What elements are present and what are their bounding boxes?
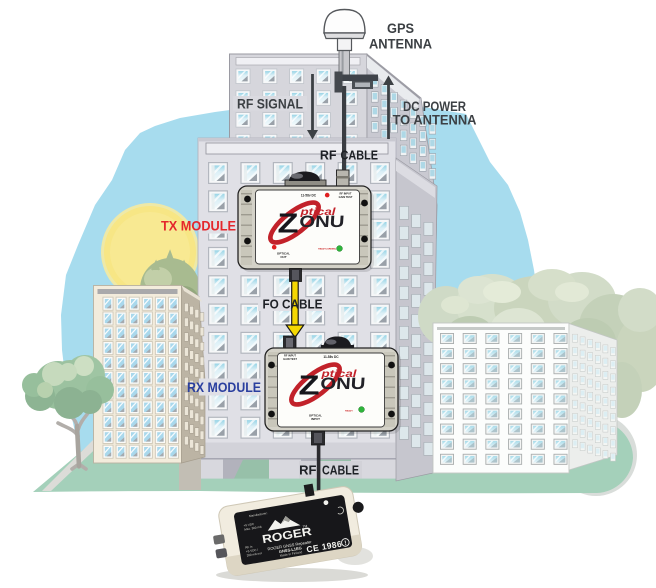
svg-text:+5 VDC: +5 VDC	[243, 522, 255, 528]
svg-text:OPTICAL: OPTICAL	[309, 414, 322, 418]
svg-text:ONU: ONU	[320, 374, 366, 393]
svg-text:Made in Finland: Made in Finland	[279, 550, 302, 558]
svg-text:RF SIGNAL: RF SIGNAL	[237, 97, 303, 112]
svg-text:ptical: ptical	[320, 369, 357, 380]
svg-text:RF INPUT: RF INPUT	[340, 192, 352, 196]
svg-text:GPS: GPS	[387, 21, 414, 36]
svg-text:RX MODULE: RX MODULE	[187, 379, 261, 395]
svg-text:!: !	[344, 540, 347, 547]
svg-text:GNSS-L1EG: GNSS-L1EG	[278, 545, 302, 554]
svg-text:DC POWER: DC POWER	[403, 99, 466, 114]
svg-text:RF in: RF in	[245, 544, 253, 549]
svg-text:TX MODULE: TX MODULE	[161, 218, 236, 234]
svg-text:200 mA out: 200 mA out	[246, 551, 262, 558]
svg-text:CABLE: CABLE	[341, 148, 379, 162]
svg-text:ANTENNA: ANTENNA	[369, 37, 432, 52]
svg-text:RF INPUT: RF INPUT	[284, 354, 296, 358]
svg-text:CABLE: CABLE	[322, 463, 359, 478]
svg-text:ONU: ONU	[299, 212, 345, 231]
svg-text:READY (GREEN): READY (GREEN)	[318, 247, 336, 250]
svg-text:INPUT: INPUT	[311, 417, 320, 421]
svg-text:TO ANTENNA: TO ANTENNA	[393, 113, 477, 128]
svg-text:FO CABLE: FO CABLE	[263, 297, 323, 312]
svg-text:+5 VDC /: +5 VDC /	[246, 548, 259, 554]
svg-text:READY: READY	[345, 409, 353, 412]
svg-text:GAIN TEST: GAIN TEST	[283, 357, 297, 361]
svg-text:Z: Z	[278, 208, 299, 239]
svg-text:OUT: OUT	[280, 255, 287, 259]
svg-text:RF: RF	[320, 148, 337, 162]
svg-text:11-58v DC: 11-58v DC	[323, 355, 339, 359]
svg-text:Manufacturer:: Manufacturer:	[249, 511, 268, 518]
svg-text:OPTICAL: OPTICAL	[277, 252, 290, 256]
svg-text:Max. 300 mA: Max. 300 mA	[244, 525, 262, 532]
svg-text:ptical: ptical	[299, 207, 336, 218]
svg-text:TM: TM	[302, 524, 308, 529]
svg-text:RF: RF	[299, 463, 316, 478]
svg-text:11-58v DC: 11-58v DC	[301, 194, 317, 198]
svg-text:GAIN TEST: GAIN TEST	[339, 195, 353, 199]
svg-text:Z: Z	[299, 370, 320, 401]
